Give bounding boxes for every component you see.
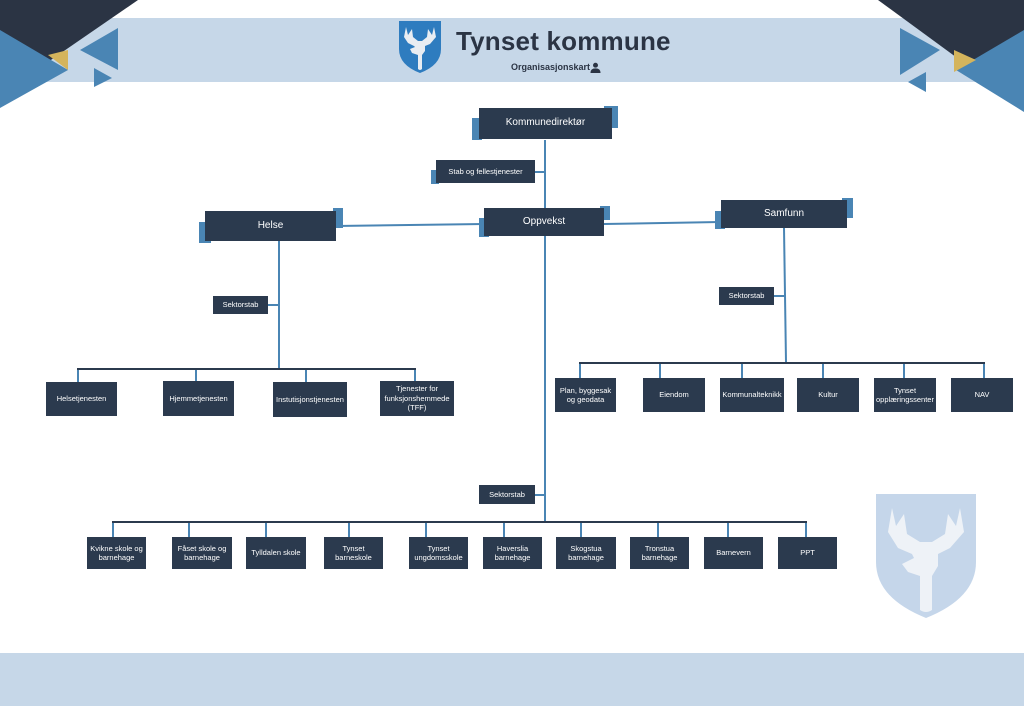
corner-decoration-right: [878, 0, 1024, 112]
node-oppvekst[interactable]: Oppvekst: [484, 208, 604, 236]
node-accent: [431, 170, 439, 184]
node-stab-og-fellestjenester[interactable]: Stab og fellestjenester: [436, 160, 535, 183]
node-tynset-ungdomsskole[interactable]: Tynset ungdomsskole: [409, 537, 468, 569]
node-helse[interactable]: Helse: [205, 211, 336, 241]
node-accent: [600, 206, 610, 220]
node-samfunn[interactable]: Samfunn: [721, 200, 847, 228]
footer-band: [0, 653, 1024, 706]
page-title: Tynset kommune: [456, 26, 671, 56]
node-tynset-barneskole[interactable]: Tynset barneskole: [324, 537, 383, 569]
node-helse-sektorstab[interactable]: Sektorstab: [213, 296, 268, 314]
node-samfunn-sektorstab[interactable]: Sektorstab: [719, 287, 774, 305]
samfunn-connector: [603, 221, 721, 225]
node-hjemmetjenesten[interactable]: Hjemmetjenesten: [163, 381, 234, 416]
node-skogstua-barnehage[interactable]: Skogstua barnehage: [556, 537, 616, 569]
node-kvikne-skole[interactable]: Kvikne skole og barnehage: [87, 537, 146, 569]
node-tynset-opplaeringssenter[interactable]: Tynset opplæringssenter: [874, 378, 936, 412]
page-subtitle: Organisasjonskart: [511, 62, 591, 72]
node-accent: [842, 198, 853, 218]
node-helsetjenesten[interactable]: Helsetjenesten: [46, 382, 117, 416]
node-kommunedirektor[interactable]: Kommunedirektør: [479, 108, 612, 139]
user-icon: [590, 62, 601, 73]
node-oppvekst-sektorstab[interactable]: Sektorstab: [479, 485, 535, 504]
node-haverslia-barnehage[interactable]: Haverslia barnehage: [483, 537, 542, 569]
node-faset-skole[interactable]: Fåset skole og barnehage: [172, 537, 232, 569]
header-band: [0, 18, 1024, 82]
node-tff[interactable]: Tjenester for funksjonshemmede (TFF): [380, 381, 454, 416]
crest-logo-icon: [399, 21, 441, 73]
node-accent: [715, 211, 725, 229]
crest-watermark-icon: [876, 494, 976, 618]
node-plan-byggesak-geodata[interactable]: Plan, byggesak og geodata: [555, 378, 616, 412]
corner-decoration-left: [0, 0, 138, 108]
node-kommunalteknikk[interactable]: Kommunalteknikk: [720, 378, 784, 412]
node-tylldalen-skole[interactable]: Tylldalen skole: [246, 537, 306, 569]
node-tronstua-barnehage[interactable]: Tronstua barnehage: [630, 537, 689, 569]
node-barnevern[interactable]: Barnevern: [704, 537, 763, 569]
node-accent: [333, 208, 343, 228]
helse-connector: [335, 223, 485, 227]
node-eiendom[interactable]: Eiendom: [643, 378, 705, 412]
node-kultur[interactable]: Kultur: [797, 378, 859, 412]
node-ppt[interactable]: PPT: [778, 537, 837, 569]
node-instutisjonstjenesten[interactable]: Instutisjonstjenesten: [273, 382, 347, 417]
node-accent: [472, 118, 482, 140]
node-nav[interactable]: NAV: [951, 378, 1013, 412]
